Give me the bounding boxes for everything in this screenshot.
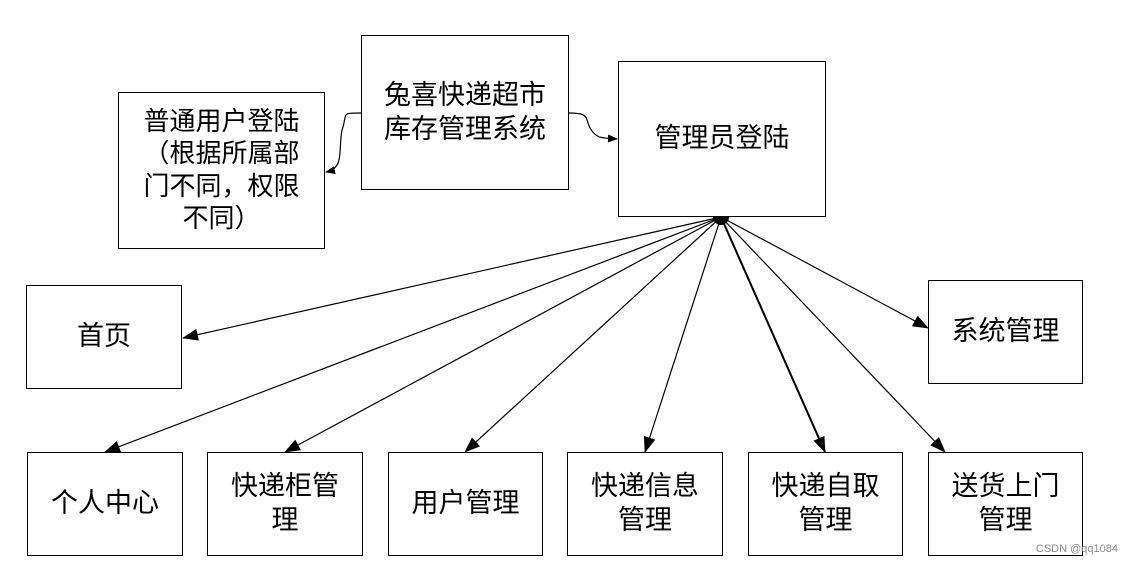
connector-admin-to-personal-center (104, 216, 722, 453)
node-personal-center: 个人中心 (27, 452, 183, 556)
connector-admin-to-express-info-mgmt (643, 216, 722, 453)
node-home-label: 首页 (77, 321, 131, 353)
connector-admin-to-home (182, 216, 722, 341)
node-locker-mgmt: 快递柜管 理 (207, 452, 363, 556)
node-self-pickup-mgmt: 快递自取 管理 (748, 452, 903, 556)
connector-admin-to-self-pickup-mgmt (720, 216, 826, 453)
node-user-login-label: 普通用户登陆 （根据所属部 门不同，权限 不同） (143, 106, 300, 235)
node-system: 兔喜快递超市 库存管理系统 (361, 35, 569, 190)
node-system-mgmt: 系统管理 (928, 280, 1083, 384)
connector-admin-to-delivery-mgmt (720, 216, 946, 453)
node-self-pickup-mgmt-label: 快递自取 管理 (771, 471, 880, 536)
watermark: CSDN @qq1084 (1035, 543, 1118, 555)
node-personal-center-label: 个人中心 (51, 488, 159, 520)
node-user-mgmt-label: 用户管理 (411, 488, 520, 520)
node-user-login: 普通用户登陆 （根据所属部 门不同，权限 不同） (118, 92, 325, 249)
node-system-mgmt-label: 系统管理 (951, 316, 1060, 348)
node-express-info-mgmt-label: 快递信息 管理 (591, 471, 699, 536)
connector-system-to-user-login (325, 112, 362, 175)
node-express-info-mgmt: 快递信息 管理 (567, 452, 723, 556)
connector-system-to-admin-login (568, 112, 618, 143)
node-delivery-mgmt: 送货上门 管理 (928, 452, 1083, 556)
node-locker-mgmt-label: 快递柜管 理 (231, 471, 339, 536)
node-system-label: 兔喜快递超市 库存管理系统 (384, 79, 546, 145)
node-delivery-mgmt-label: 送货上门 管理 (951, 471, 1060, 536)
connector-admin-to-locker-mgmt (284, 216, 722, 453)
node-user-mgmt: 用户管理 (388, 452, 543, 556)
node-home: 首页 (26, 285, 182, 389)
connector-admin-to-system-mgmt (720, 216, 929, 329)
connector-admin-to-user-mgmt (464, 216, 722, 453)
node-admin-login: 管理员登陆 (618, 61, 826, 217)
node-admin-login-label: 管理员登陆 (654, 123, 790, 155)
